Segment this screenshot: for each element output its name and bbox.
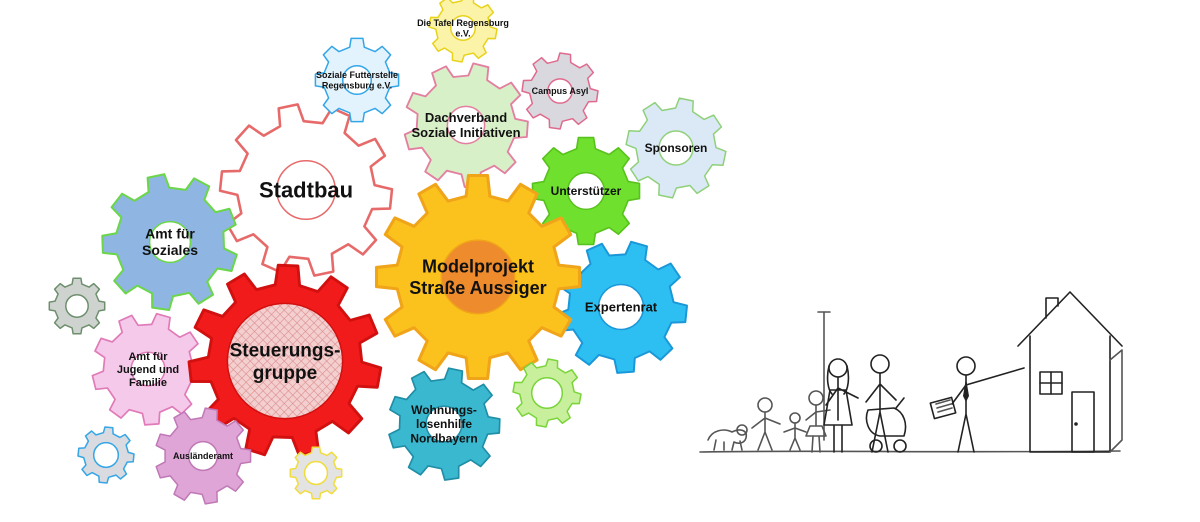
- gear-label-line: Soziale Futterstelle: [316, 70, 398, 80]
- gear-label-line: Soziale Initiativen: [411, 125, 520, 140]
- gear-auslaenderamt: Ausländeramt: [155, 407, 252, 505]
- gear-hub: [92, 441, 120, 469]
- gear-label-line: Jugend und: [117, 364, 179, 376]
- gear-small-gray-left: [48, 277, 106, 335]
- gear-label-line: gruppe: [253, 363, 317, 384]
- gear-label-line: Expertenrat: [585, 300, 658, 315]
- gear-hub: [566, 171, 606, 211]
- gear-label-line: Ausländeramt: [173, 451, 233, 461]
- gear-hub: [597, 283, 645, 331]
- gear-hub: [187, 440, 219, 472]
- gear-label-line: Soziales: [142, 242, 198, 258]
- gear-label-line: Die Tafel Regensburg: [417, 18, 509, 28]
- gear-label-line: Stadtbau: [259, 178, 353, 203]
- gear-small-blue: [77, 426, 135, 484]
- gear-hub: [658, 130, 694, 166]
- gear-label: Expertenrat: [585, 300, 658, 315]
- gear-label-line: Modelprojekt: [422, 257, 534, 277]
- gear-label-line: Familie: [129, 377, 167, 389]
- gear-label: Unterstützer: [551, 184, 622, 198]
- gear-hub: [425, 405, 463, 443]
- gear-label-line: e.V.: [455, 29, 470, 39]
- family-walking-to-house-icon: [699, 291, 1123, 453]
- gear-label-line: Sponsoren: [645, 141, 708, 155]
- gear-label: Steuerungs-gruppe: [230, 340, 341, 384]
- gear-label-line: Amt für: [128, 351, 168, 363]
- gear-expertenrat: Expertenrat: [554, 240, 688, 374]
- gear-label: Sponsoren: [645, 141, 708, 155]
- gear-label-line: Steuerungs-: [230, 340, 341, 361]
- gear-label-line: losenhilfe: [416, 417, 472, 431]
- gear-label-line: Amt für: [145, 226, 195, 242]
- gear-hub: [148, 220, 192, 264]
- gear-campus-asyl: Campus Asyl: [521, 52, 599, 130]
- gear-hub: [446, 105, 486, 145]
- gear-hub: [440, 239, 516, 315]
- gear-label: Campus Asyl: [532, 86, 589, 96]
- gear-hub: [65, 294, 89, 318]
- gear-label-line: Dachverband: [425, 110, 507, 125]
- gear-hub: [530, 376, 564, 410]
- gear-label-line: Nordbayern: [410, 431, 477, 445]
- gear-hub: [130, 351, 166, 387]
- gear-label-line: Regensburg e.V.: [322, 81, 392, 91]
- gear-label: Ausländeramt: [173, 451, 233, 461]
- gear-hub: [226, 302, 344, 420]
- gear-label-line: Straße Aussiger: [409, 278, 546, 298]
- gear-label: Stadtbau: [259, 178, 353, 203]
- gear-steuerungsgruppe: Steuerungs-gruppe: [187, 263, 383, 458]
- gear-hub: [547, 78, 573, 104]
- gear-label-line: Wohnungs-: [411, 403, 477, 417]
- gear-label-line: Campus Asyl: [532, 86, 589, 96]
- gear-small-yellow: [289, 446, 343, 500]
- gear-hub: [341, 64, 373, 96]
- gear-sponsoren: Sponsoren: [625, 97, 727, 199]
- gear-small-green: [512, 358, 582, 428]
- gear-hub: [303, 460, 329, 486]
- gear-hub: [276, 160, 336, 220]
- gear-stadtbau: Stadtbau: [218, 103, 394, 277]
- gear-label-line: Unterstützer: [551, 184, 622, 198]
- gear-hub: [450, 15, 476, 41]
